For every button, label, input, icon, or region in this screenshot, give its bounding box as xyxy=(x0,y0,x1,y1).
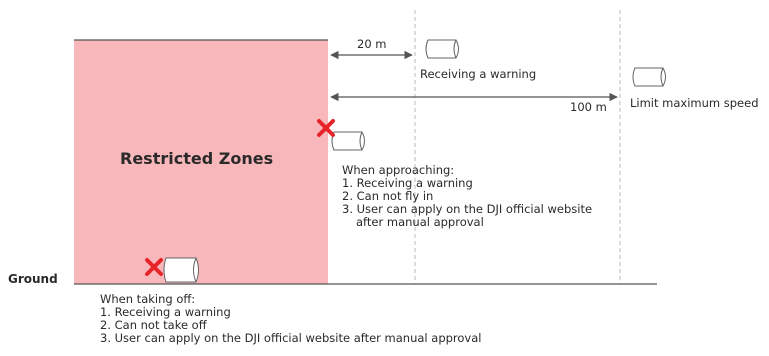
list-item: 2. Can not take off xyxy=(100,318,207,332)
zone-title: Restricted Zones xyxy=(120,149,274,168)
aircraft-icon xyxy=(163,257,199,283)
aircraft-icon xyxy=(632,67,666,87)
list-item: 3. User can apply on the DJI official we… xyxy=(100,331,482,345)
list-item: 1. Receiving a warning xyxy=(100,305,231,319)
list-item: 1. Receiving a warning xyxy=(342,176,473,190)
takeoff-heading: When taking off: xyxy=(100,292,196,306)
list-item: 2. Can not fly in xyxy=(342,189,434,203)
takeoff-rules: When taking off: 1. Receiving a warning … xyxy=(100,293,481,345)
list-item: 3. User can apply on the DJI official we… xyxy=(342,202,593,216)
red-x-icon xyxy=(145,258,163,276)
restricted-zone-area xyxy=(74,40,328,284)
aircraft-icon xyxy=(425,39,459,59)
aircraft-icon xyxy=(331,131,365,151)
approaching-heading: When approaching: xyxy=(342,163,455,177)
warning-label: Receiving a warning xyxy=(420,67,537,81)
distance-label-20m: 20 m xyxy=(357,37,387,51)
takeoff-rule-list: 1. Receiving a warning 2. Can not take o… xyxy=(100,306,481,345)
approaching-rule-list: 1. Receiving a warning 2. Can not fly in… xyxy=(342,177,592,229)
limit-speed-label: Limit maximum speed xyxy=(630,96,759,110)
red-x-icon xyxy=(317,119,335,137)
distance-label-100m: 100 m xyxy=(570,100,607,114)
ground-label: Ground xyxy=(8,272,58,286)
approaching-rules: When approaching: 1. Receiving a warning… xyxy=(342,164,592,229)
list-item: after manual approval xyxy=(356,215,484,229)
